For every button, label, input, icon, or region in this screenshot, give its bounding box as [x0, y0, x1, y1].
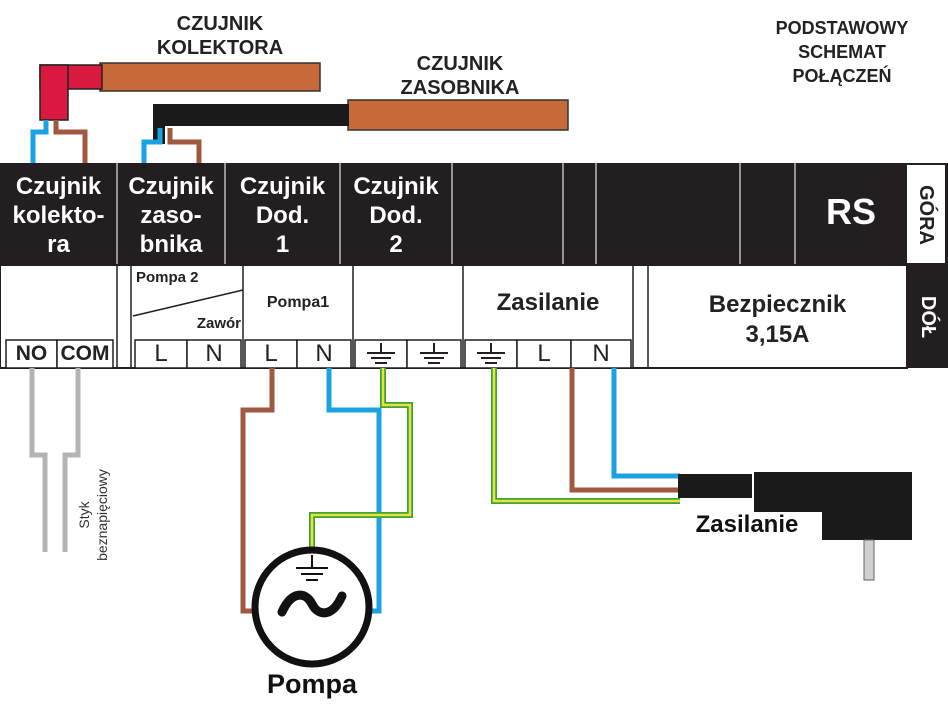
label-bezpiecznik: Bezpiecznik 3,15A — [708, 291, 847, 348]
terminal-blocks — [5, 339, 632, 369]
label-dol: DÓŁ — [917, 295, 939, 339]
plug-label: Zasilanie — [695, 511, 799, 538]
terminal-n-zasilanie: N — [592, 340, 610, 367]
ground-icon — [367, 343, 395, 364]
label-pompa2: Pompa 2 — [136, 269, 199, 286]
collector-sensor — [30, 62, 321, 163]
dol-box — [907, 265, 948, 368]
label-gora: GÓRA — [915, 185, 937, 245]
terminal-com: COM — [60, 342, 110, 365]
gora-box — [907, 165, 945, 263]
terminal-n-pompa1: N — [315, 340, 333, 367]
label-czujnik-dod2: Czujnik Dod. 2 — [353, 173, 439, 258]
diagram-title: PODSTAWOWY SCHEMAT POŁĄCZEŃ — [775, 18, 909, 86]
label-czujnik-dod1: Czujnik Dod. 1 — [239, 173, 326, 258]
pump-label: Pompa — [266, 669, 358, 699]
pump-brown-wire — [240, 368, 275, 614]
label-czujnik-kolektora: Czujnik kolekto- ra — [12, 173, 105, 258]
top-strip — [0, 163, 948, 265]
power-brown-wire — [569, 368, 680, 493]
ground-icon — [420, 343, 448, 364]
ground-icon — [477, 343, 505, 364]
tank-sensor — [141, 99, 569, 163]
terminal-l-pompa1: L — [264, 340, 278, 367]
label-rs: RS — [825, 191, 876, 232]
relay-wires — [29, 368, 81, 552]
power-ground-wire — [491, 368, 680, 504]
label-pompa1: Pompa1 — [266, 294, 330, 311]
tank-sensor-label: CZUJNIK ZASOBNIKA — [400, 53, 520, 99]
terminal-l-zasilanie: L — [537, 340, 551, 367]
relay-note: Styk beznapięciowy — [76, 469, 110, 561]
pump-blue-wire — [326, 368, 382, 614]
bottom-dividers — [116, 265, 649, 368]
label-zasilanie-terminal: Zasilanie — [496, 289, 600, 316]
label-czujnik-zasobnika: Czujnik zaso- bnika — [128, 173, 214, 258]
collector-sensor-label: CZUJNIK KOLEKTORA — [156, 13, 284, 59]
terminal-l-pompa2: L — [154, 340, 168, 367]
label-zawor: Zawór — [196, 315, 241, 332]
pump-icon — [251, 546, 373, 668]
power-plug-icon — [678, 472, 912, 581]
terminal-n-pompa2: N — [205, 340, 223, 367]
power-blue-wire — [611, 368, 680, 479]
terminal-no: NO — [15, 342, 48, 365]
top-dividers — [116, 163, 796, 265]
